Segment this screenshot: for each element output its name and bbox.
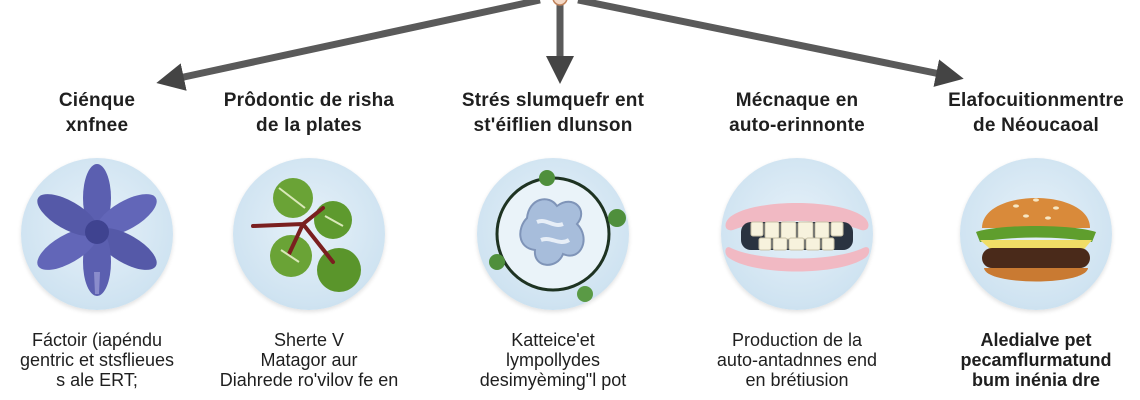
cell-icon bbox=[489, 170, 626, 302]
node-5-title: Elafocuitionmentre de Néoucaoal bbox=[948, 90, 1124, 136]
node-2-description: Sherte V Matagor aur Diahrede ro'vilov f… bbox=[219, 330, 399, 390]
node-3: Strés slumquefr ent st'éiflien dlunson K… bbox=[443, 88, 663, 390]
burger-icon bbox=[976, 198, 1096, 282]
node-5-description: Aledialve pet pecamflurmatund bum inénia… bbox=[960, 330, 1112, 390]
node-1-title: Ciénque xnfnee bbox=[58, 90, 136, 136]
node-2: Prôdontic de risha de la plates Sherte V… bbox=[199, 88, 419, 390]
node-4: Mécnaque en auto-erinnonte Productio bbox=[687, 88, 907, 390]
node-3-title: Strés slumquefr ent st'éiflien dlunson bbox=[461, 90, 645, 136]
node-1-description: Fáctoir (iapéndu gentric et stsflieues s… bbox=[19, 330, 175, 390]
node-2-title: Prôdontic de risha de la plates bbox=[223, 90, 395, 136]
node-1: Ciénque xnfnee Fáctoir (iapéndu gentric … bbox=[0, 88, 207, 390]
root-node-dot bbox=[552, 0, 568, 6]
node-4-description: Production de la auto-antadnnes end en b… bbox=[716, 330, 878, 390]
node-3-illustration bbox=[477, 158, 629, 310]
arrow-left bbox=[156, 0, 541, 91]
flower-icon bbox=[37, 164, 157, 296]
node-3-description: Katteice'et lympollydes desimyèming"l po… bbox=[479, 330, 627, 390]
teeth-icon bbox=[725, 203, 870, 272]
node-4-title: Mécnaque en auto-erinnonte bbox=[729, 90, 865, 136]
node-4-illustration bbox=[721, 158, 873, 310]
node-1-illustration bbox=[21, 158, 173, 310]
arrow-right bbox=[577, 0, 964, 87]
node-5-illustration bbox=[960, 158, 1112, 310]
node-2-illustration bbox=[233, 158, 385, 310]
node-5: Elafocuitionmentre de Néoucaoal Aledialv… bbox=[926, 88, 1140, 390]
leaf-branch-icon bbox=[251, 178, 361, 292]
